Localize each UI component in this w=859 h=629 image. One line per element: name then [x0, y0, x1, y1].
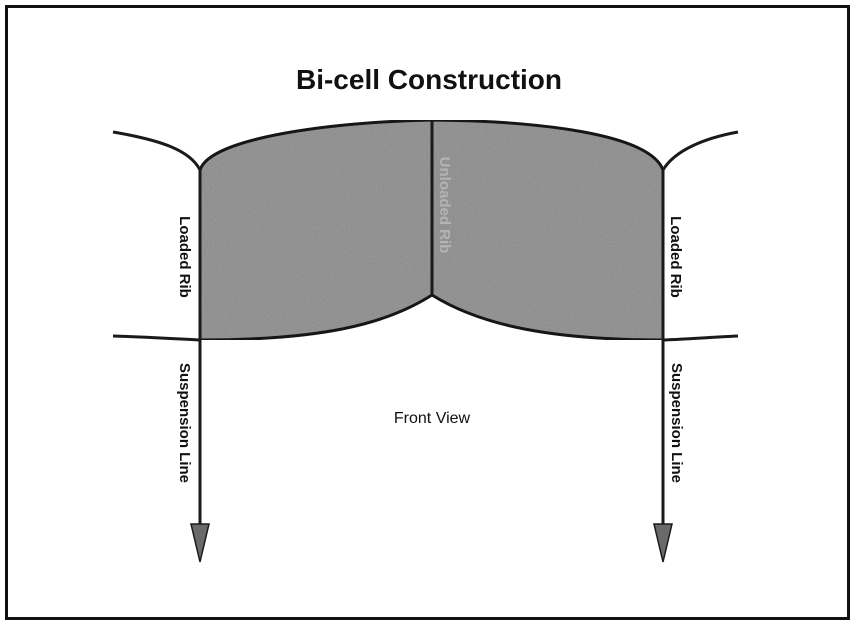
center-rib-label: Unloaded Rib: [436, 157, 453, 254]
right-suspension-label: Suspension Line: [668, 363, 685, 483]
bottom-left-curve: [112, 334, 201, 342]
top-left-curve: [112, 130, 202, 171]
left-suspension-label: Suspension Line: [176, 363, 193, 483]
top-right-curve: [661, 130, 739, 171]
bottom-right-curve: [662, 334, 739, 342]
right-cell: [430, 118, 665, 342]
diagram-title: Bi-cell Construction: [296, 64, 562, 95]
diagram-frame: [5, 5, 850, 620]
left-rib-label: Loaded Rib: [176, 216, 193, 298]
left-arrowhead-icon: [190, 523, 210, 563]
left-cell: [198, 118, 434, 342]
view-label: Front View: [394, 410, 471, 427]
right-arrowhead-icon: [653, 523, 673, 563]
right-rib-label: Loaded Rib: [667, 216, 684, 298]
